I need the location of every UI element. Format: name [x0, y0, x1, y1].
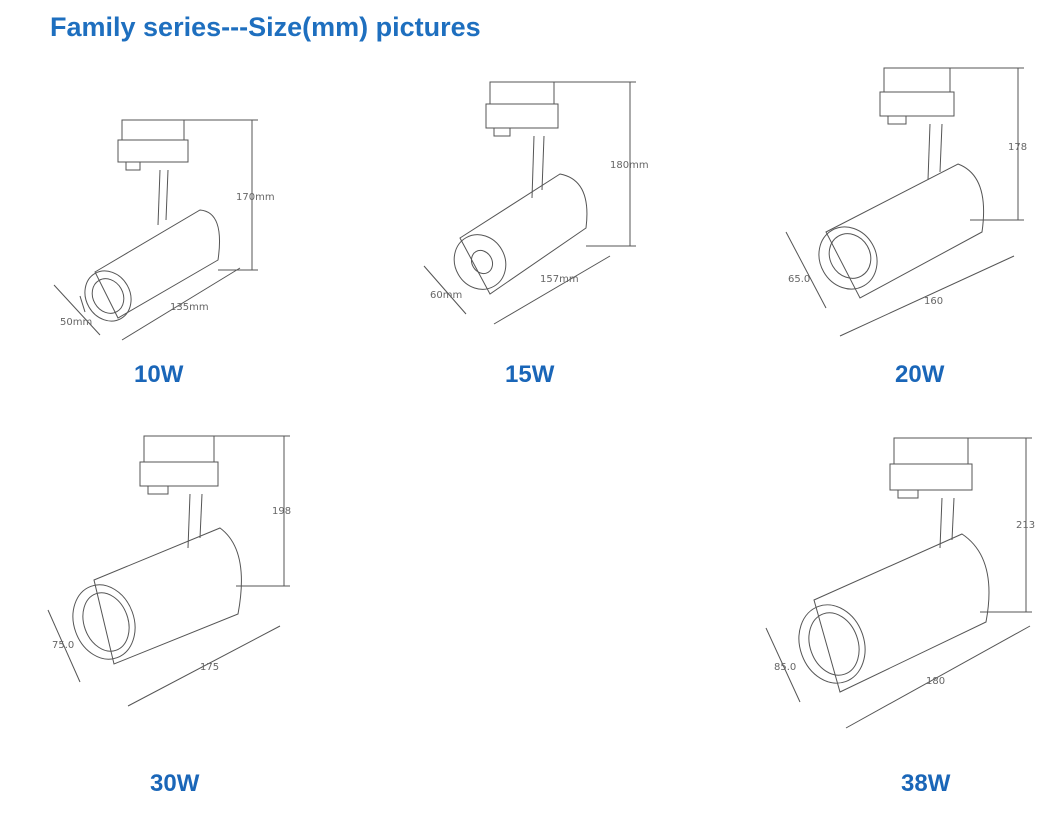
spotlight-dimension-drawing: 170mm 135mm 50mm — [53, 119, 275, 341]
lens-front — [84, 270, 132, 322]
diameter-label: 65.0 — [788, 274, 810, 285]
mounting-arm — [531, 135, 535, 199]
mounting-arm — [927, 123, 931, 181]
mounting-arm — [157, 169, 161, 226]
track-adapter — [143, 435, 215, 463]
length-dimension-line — [493, 255, 611, 325]
track-adapter — [883, 67, 951, 93]
power-label-15w: 15W — [505, 361, 555, 388]
diameter-label: 50mm — [60, 317, 92, 328]
power-label-30w: 30W — [150, 770, 200, 797]
length-label: 135mm — [170, 302, 209, 313]
height-label: 178 — [1008, 142, 1027, 153]
product-10w-drawing: 170mm 135mm 50mm — [40, 100, 280, 350]
spotlight-body — [459, 173, 588, 295]
length-label: 175 — [200, 662, 219, 673]
length-dimension-line — [121, 267, 241, 341]
lens-front — [72, 584, 136, 660]
spotlight-body — [813, 533, 990, 693]
diameter-label: 75.0 — [52, 640, 74, 651]
product-15w-drawing: 180mm 157mm 60mm — [410, 70, 650, 340]
adapter-base — [879, 91, 955, 117]
diameter-label: 85.0 — [774, 662, 796, 673]
spotlight-body — [93, 527, 242, 665]
lens-front — [798, 604, 866, 684]
length-label: 157mm — [540, 274, 579, 285]
adapter-base — [889, 463, 973, 491]
length-dimension-line — [845, 625, 1031, 729]
lens-front — [818, 226, 878, 290]
spotlight-body — [94, 209, 221, 319]
length-label: 160 — [924, 296, 943, 307]
power-label-38w: 38W — [901, 770, 951, 797]
product-30w-drawing: 198 175 75.0 — [40, 430, 300, 720]
height-label: 198 — [272, 506, 291, 517]
length-dimension-line — [839, 255, 1015, 337]
track-adapter — [489, 81, 555, 105]
adapter-base — [117, 139, 189, 163]
lens-front — [453, 234, 507, 290]
height-label: 180mm — [610, 160, 649, 171]
height-label: 170mm — [236, 192, 275, 203]
spotlight-dimension-drawing: 178 160 65.0 — [785, 67, 1027, 337]
spotlight-dimension-drawing: 213 180 85.0 — [765, 437, 1035, 729]
spotlight-body — [825, 163, 985, 299]
page-title: Family series---Size(mm) pictures — [50, 12, 481, 42]
adapter-base — [485, 103, 559, 129]
power-label-10w: 10W — [134, 361, 184, 388]
height-label: 213 — [1016, 520, 1035, 531]
power-label-20w: 20W — [895, 361, 945, 388]
spotlight-dimension-drawing: 180mm 157mm 60mm — [423, 81, 649, 325]
track-adapter — [893, 437, 969, 465]
length-dimension-line — [127, 625, 281, 707]
product-38w-drawing: 213 180 85.0 — [760, 430, 1042, 740]
length-label: 180 — [926, 676, 945, 687]
mounting-arm — [187, 493, 191, 549]
track-adapter — [121, 119, 185, 141]
mounting-arm — [939, 497, 943, 549]
adapter-base — [139, 461, 219, 487]
product-20w-drawing: 178 160 65.0 — [770, 60, 1040, 350]
spotlight-dimension-drawing: 198 175 75.0 — [47, 435, 291, 707]
diameter-label: 60mm — [430, 290, 462, 301]
